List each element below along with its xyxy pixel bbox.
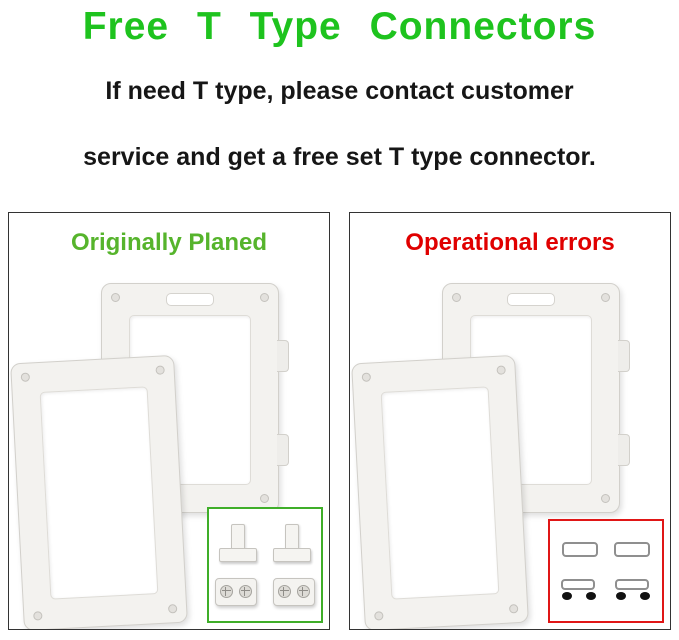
flat-connector-row [562, 542, 650, 558]
t-connector-inset [207, 507, 323, 623]
corner-screw [167, 604, 178, 614]
corner-screw [508, 604, 519, 614]
subtitle-line-1: If need T type, please contact customer [105, 77, 574, 105]
comparison-panels: Originally Planed [0, 212, 679, 630]
corner-screw [20, 372, 31, 382]
wrong-connector-inset [548, 519, 664, 623]
gate-panel-front [351, 354, 529, 629]
corner-screw [260, 293, 269, 302]
main-title: Free T Type Connectors [82, 5, 597, 48]
t-connector-row [219, 524, 311, 563]
corner-screw [496, 365, 506, 375]
flat-connector-icon [614, 542, 650, 558]
gate-panel-opening [39, 386, 159, 600]
flat-connector-screws-row [560, 578, 652, 600]
subtitle-line-2: service and get a free set T type connec… [83, 143, 596, 171]
flat-connector-with-screws-icon [560, 578, 598, 600]
corner-screw [361, 372, 372, 382]
clamp-connector-row [215, 577, 315, 606]
panel-left-label: Originally Planed [70, 229, 268, 256]
hinge-tab [277, 434, 289, 466]
corner-screw [601, 494, 610, 503]
corner-screw [155, 365, 165, 375]
panel-operational-errors: Operational errors [349, 212, 671, 630]
hinge-tab [277, 340, 289, 372]
screw-clamp-connector-icon [273, 577, 315, 606]
hinge-tab [618, 340, 630, 372]
panel-right-label: Operational errors [405, 229, 615, 256]
gate-panel-opening [380, 386, 500, 600]
corner-screw [452, 293, 461, 302]
handle-slot [166, 293, 214, 306]
screw-clamp-connector-icon [215, 577, 257, 606]
flat-connector-with-screws-icon [614, 578, 652, 600]
corner-screw [374, 611, 384, 621]
corner-screw [111, 293, 120, 302]
t-connector-icon [273, 524, 311, 563]
panel-originally-planned: Originally Planed [8, 212, 330, 630]
handle-slot [507, 293, 555, 306]
corner-screw [260, 494, 269, 503]
corner-screw [601, 293, 610, 302]
gate-panel-front [10, 354, 188, 629]
t-connector-icon [219, 524, 257, 563]
hinge-tab [618, 434, 630, 466]
corner-screw [33, 611, 43, 621]
flat-connector-icon [562, 542, 598, 558]
